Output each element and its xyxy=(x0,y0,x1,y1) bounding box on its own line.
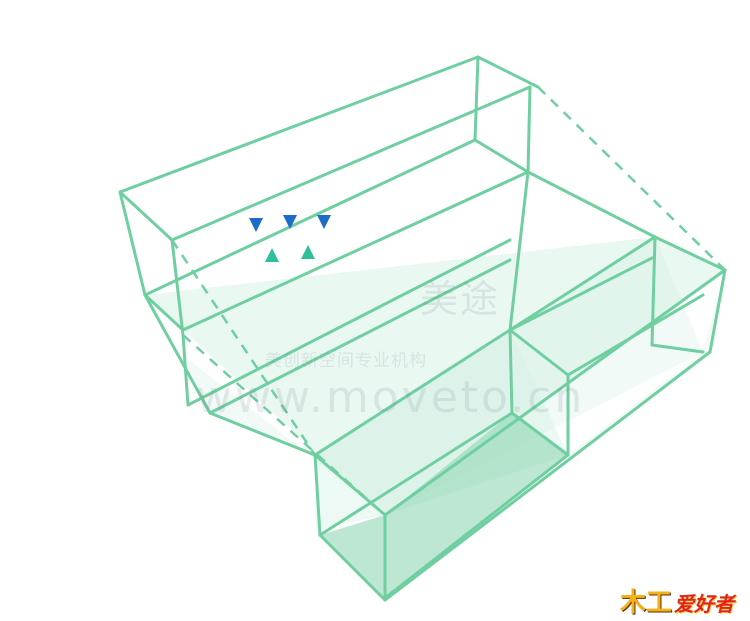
triangle-down-icon xyxy=(249,218,263,232)
triangle-up-icon xyxy=(301,245,315,259)
front-panel xyxy=(315,237,703,515)
triangle-up-icon xyxy=(265,248,279,262)
frame-edge xyxy=(473,55,480,142)
frame-edge xyxy=(510,411,570,457)
frame-edge xyxy=(170,85,532,242)
frame-edge xyxy=(118,190,147,297)
frame-edge xyxy=(143,293,185,332)
frame-edge xyxy=(208,411,317,457)
floor-panel xyxy=(145,237,725,515)
frame-edge xyxy=(383,350,712,602)
frame-edge xyxy=(313,235,657,457)
frame-edge xyxy=(118,190,174,242)
frame-edge xyxy=(318,411,514,537)
logo-accent-text: 爱好者 xyxy=(674,592,734,616)
frame-edge xyxy=(143,138,477,297)
frame-edge xyxy=(508,328,514,415)
triangle-down-icon xyxy=(317,215,331,229)
frame-edge xyxy=(318,533,387,602)
frame-edge xyxy=(650,235,657,347)
frame-edge xyxy=(526,85,532,174)
frame-edge xyxy=(181,333,190,407)
frame-edge xyxy=(208,258,512,415)
frame-edge xyxy=(653,235,727,272)
frame-edge xyxy=(508,328,570,377)
frame-edge xyxy=(143,293,212,415)
frame-edge xyxy=(313,453,322,537)
left-panel xyxy=(183,355,385,515)
frame-edge xyxy=(708,268,727,354)
inner-compartment-panel xyxy=(315,330,568,530)
frame-edge xyxy=(383,453,570,600)
frame-edge xyxy=(508,170,530,332)
bottom-panel xyxy=(320,413,568,598)
frame-edge xyxy=(508,256,654,332)
logo-main-text: 木工 xyxy=(620,588,673,618)
frame-edge xyxy=(181,170,530,332)
frame-edge xyxy=(473,138,530,174)
frame-edge xyxy=(566,293,705,377)
frame-edge xyxy=(118,55,480,194)
hidden-edge xyxy=(182,334,386,516)
frame-edge xyxy=(476,55,540,89)
frame-edge xyxy=(650,343,705,354)
frame-edge xyxy=(526,170,657,239)
hidden-edge xyxy=(170,239,317,456)
triangle-down-icon xyxy=(283,215,297,229)
hidden-edge xyxy=(537,86,726,271)
frame-edge xyxy=(170,238,185,337)
frame-edge xyxy=(186,238,512,407)
frame-edge xyxy=(383,268,727,517)
site-logo: 木工 爱好者 xyxy=(616,580,744,618)
